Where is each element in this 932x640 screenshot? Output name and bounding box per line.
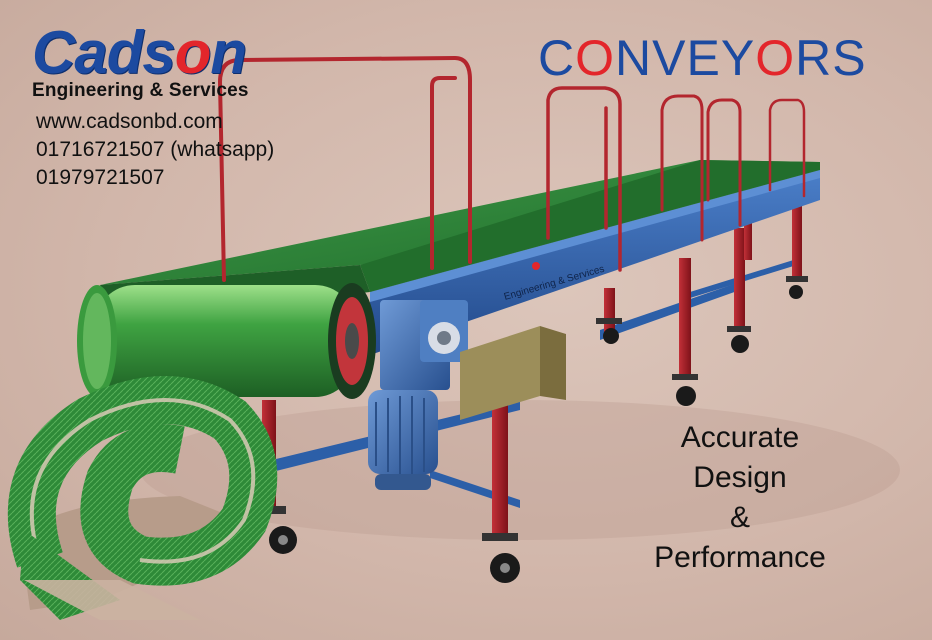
brand-block: Cadson Engineering & Services [32,23,249,102]
logo-text-accent: o [174,19,212,86]
company-subtitle: Engineering & Services [32,80,249,101]
title-part-2: O [575,30,616,86]
gear-motor [368,300,468,490]
tagline-line-2: Design [693,461,787,494]
title-part-1: C [538,30,576,86]
contact-block: www.cadsonbd.com 01716721507 (whatsapp) … [36,108,274,192]
guide-rails [217,55,806,282]
tagline-line-1: Accurate [680,421,800,454]
page-title: CONVEYORS [538,30,867,86]
website-text: www.cadsonbd.com [36,110,223,133]
drum-roller [77,283,376,399]
tagline-line-4: Performance [654,541,826,574]
logo-text-end: n [210,19,247,86]
tagline: Accurate Design & Performance [600,418,880,578]
tagline-line-3: & [729,501,750,534]
belt-roll-illustration [7,376,278,620]
control-box [460,326,540,420]
side-frame [370,170,820,355]
logo-text-start: Cads [32,19,176,86]
title-part-3: NVEY [615,30,756,86]
company-logo: Cadson [32,23,249,83]
title-part-5: RS [795,30,867,86]
phone-whatsapp-text: 01716721507 (whatsapp) [36,138,275,161]
conveyor-legs [252,198,808,583]
phone-alt-text: 01979721507 [36,166,165,189]
title-part-4: O [755,30,796,86]
